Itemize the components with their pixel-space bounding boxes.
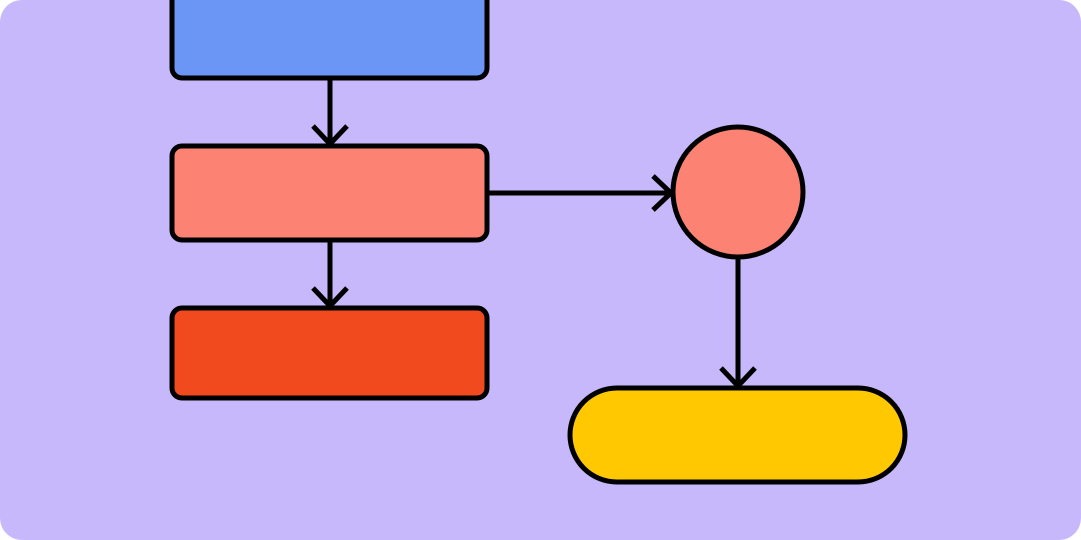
edge-circle-to-yellow xyxy=(719,258,757,390)
node-yellow-shape[interactable] xyxy=(567,385,908,485)
edge-salmon-to-circle xyxy=(487,174,675,212)
node-salmon-rect-shape[interactable] xyxy=(169,143,490,243)
node-red[interactable] xyxy=(169,305,490,401)
node-yellow[interactable] xyxy=(567,385,908,485)
edge-salmon-to-red xyxy=(311,240,349,310)
node-circle[interactable] xyxy=(670,124,806,260)
node-red-shape[interactable] xyxy=(169,305,490,401)
arrowhead-right-icon xyxy=(651,174,675,212)
arrowhead-down-icon xyxy=(719,366,757,390)
node-salmon-rect[interactable] xyxy=(169,143,490,243)
node-blue-shape[interactable] xyxy=(169,0,490,81)
node-blue[interactable] xyxy=(169,0,490,81)
edge-blue-to-salmon xyxy=(311,78,349,148)
arrowhead-down-icon xyxy=(311,124,349,148)
arrowhead-down-icon xyxy=(311,286,349,310)
node-circle-shape[interactable] xyxy=(670,124,806,260)
